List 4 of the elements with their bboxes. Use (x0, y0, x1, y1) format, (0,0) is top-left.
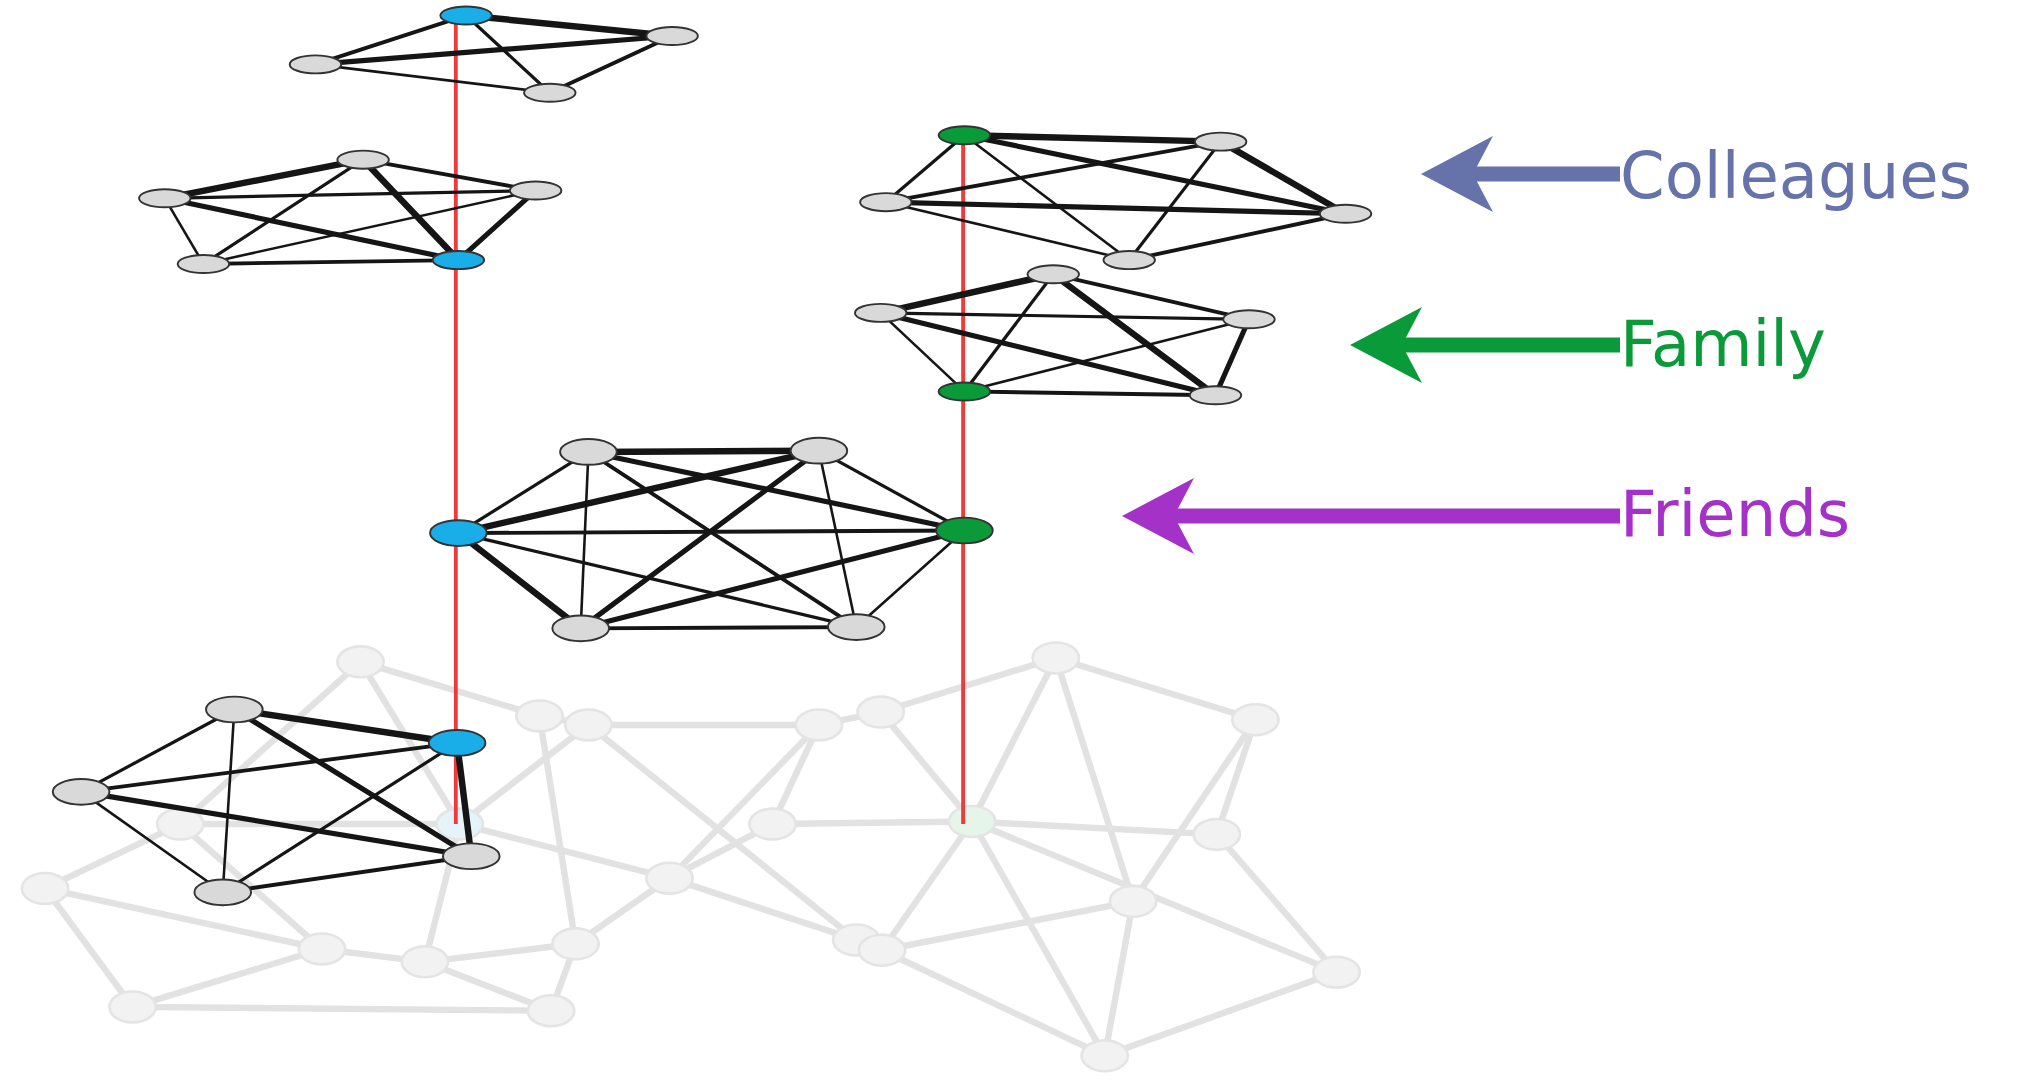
layer-label: Friends (1620, 482, 1851, 546)
arrow (1421, 136, 1620, 212)
arrow (1350, 307, 1620, 383)
arrow (1122, 478, 1620, 554)
